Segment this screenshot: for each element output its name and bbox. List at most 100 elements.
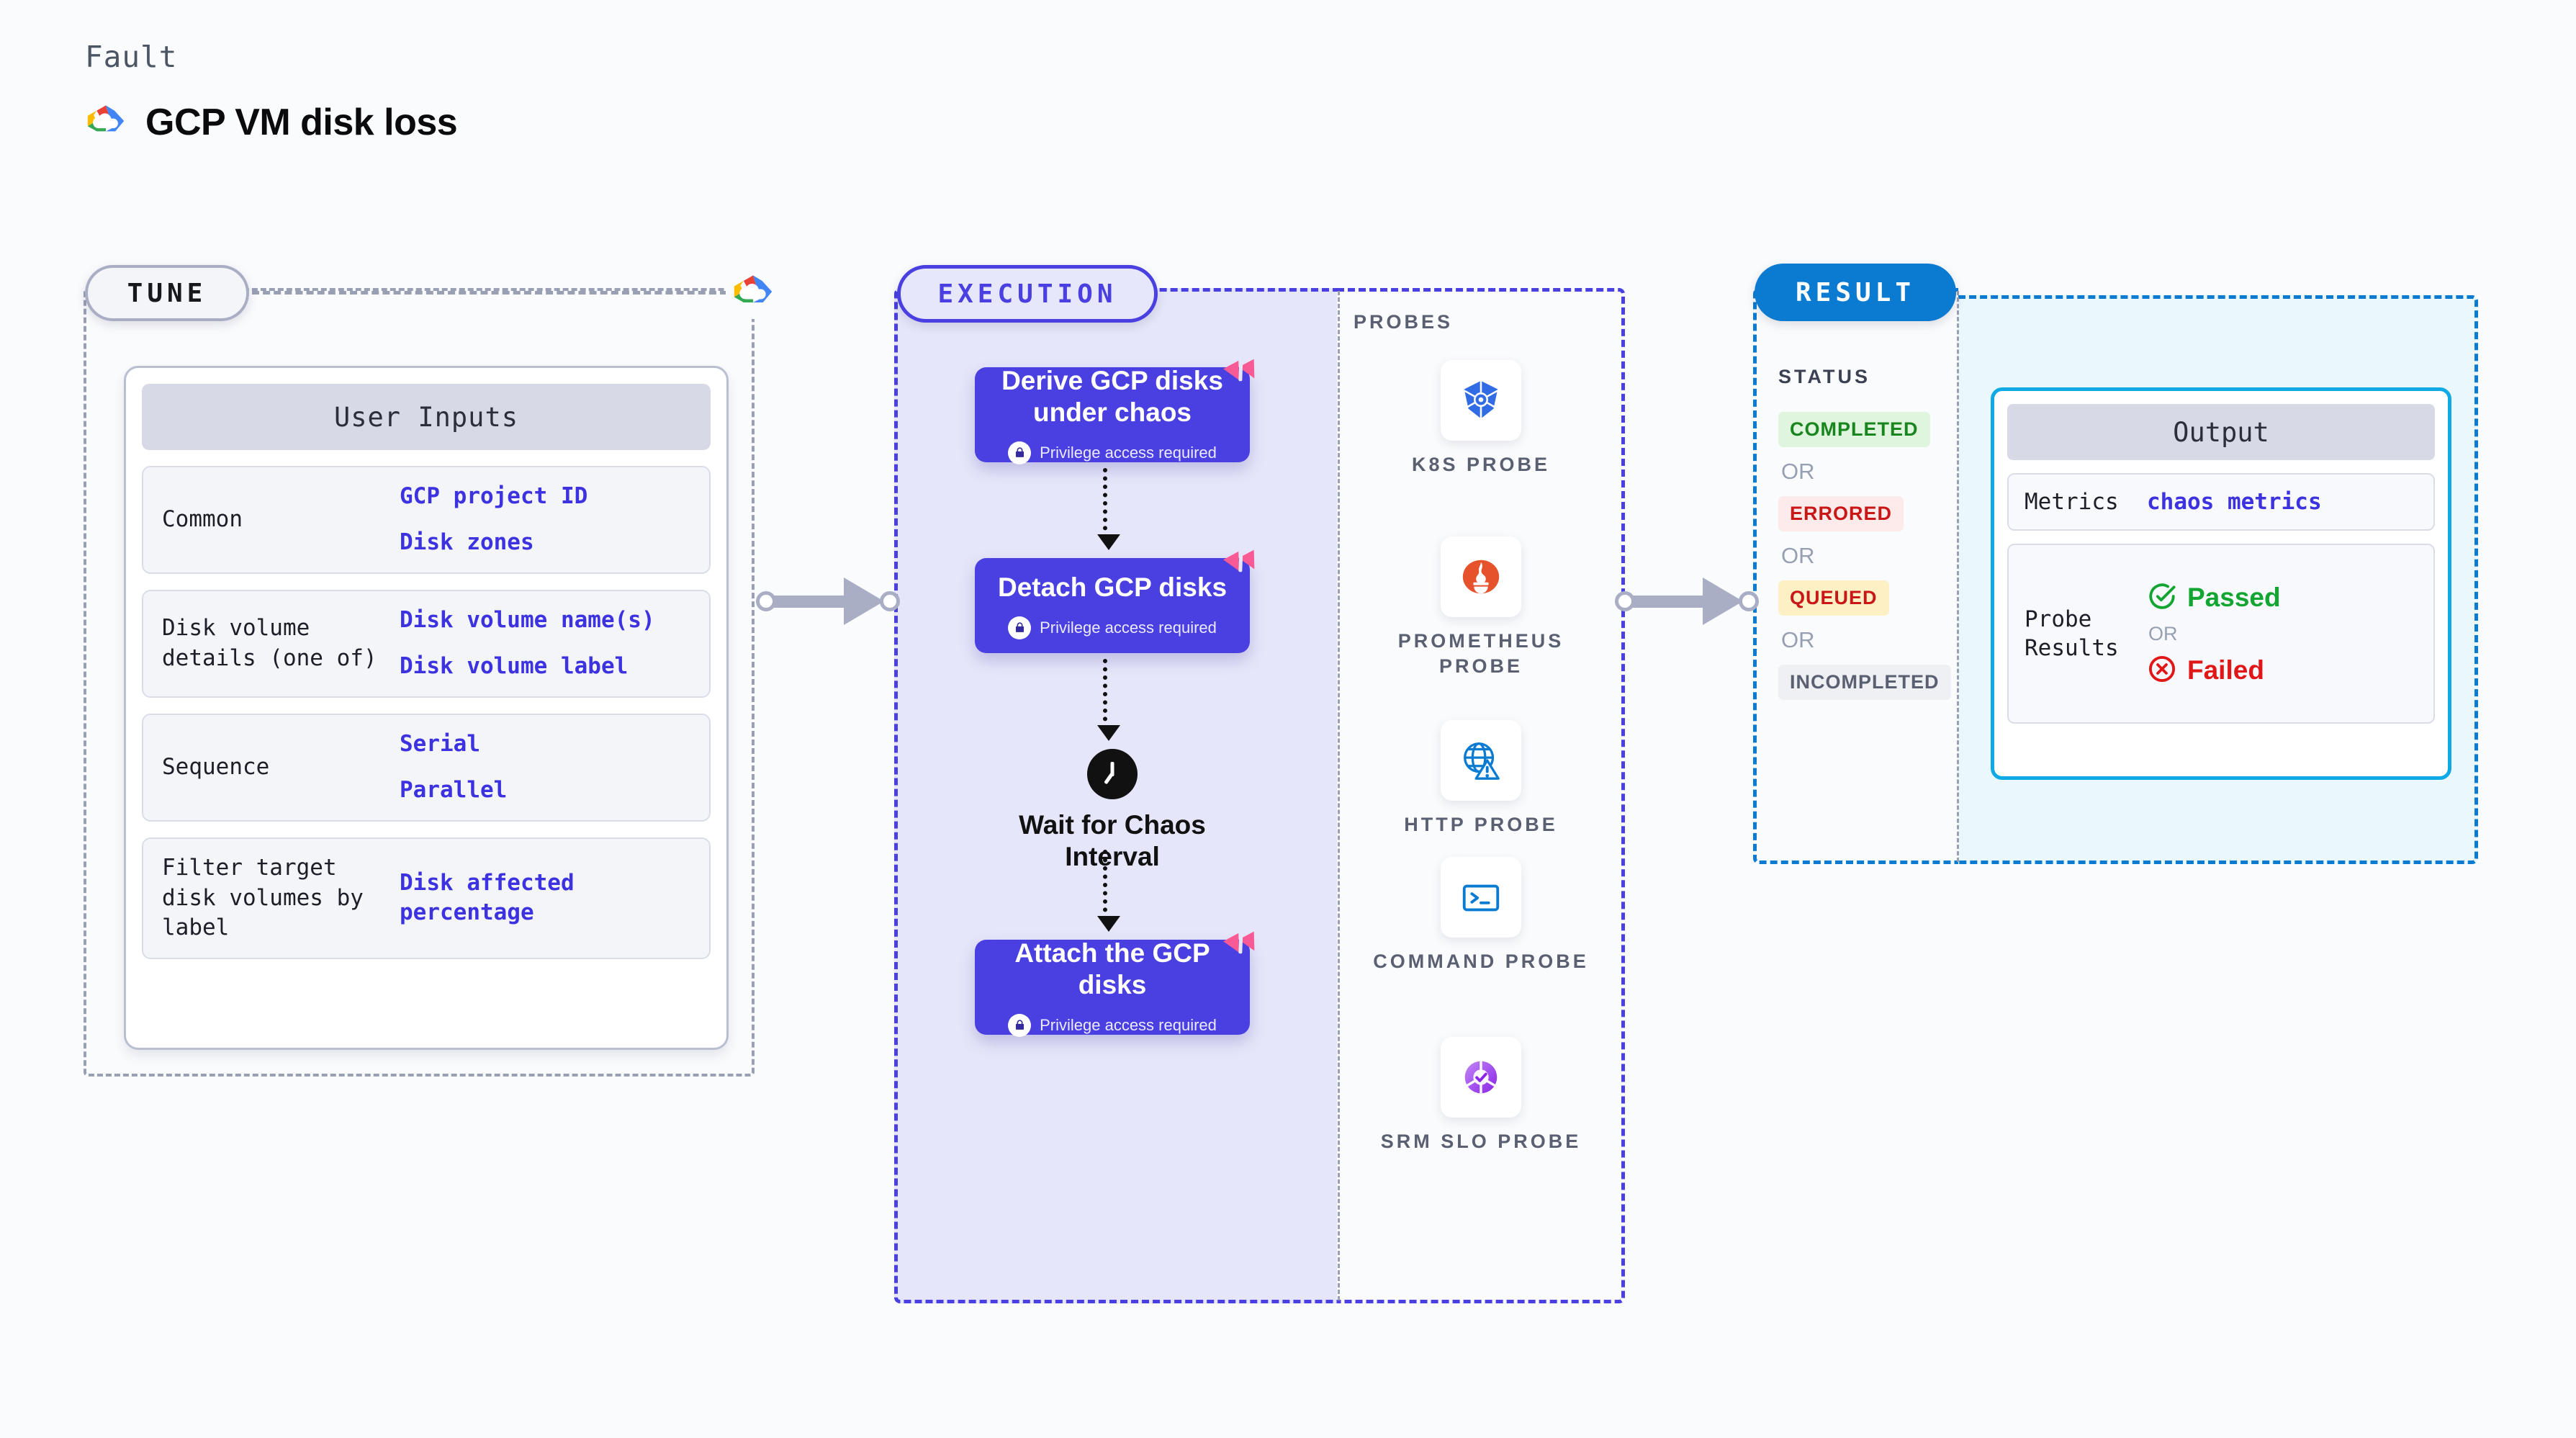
step-title: Derive GCP disks under chaos	[1001, 366, 1223, 427]
connector-start-dot	[1615, 591, 1635, 611]
output-probe-results-label: Probe Results	[2025, 606, 2119, 662]
connector-end-dot	[880, 591, 900, 611]
user-input-row-filter-by-label[interactable]: Filter target disk volumes by label Disk…	[142, 837, 711, 959]
probe-result-options: Passed OR Failed	[2147, 581, 2418, 687]
probe-result-passed-label: Passed	[2187, 582, 2281, 612]
terminal-icon	[1441, 857, 1521, 938]
output-metrics-value[interactable]: chaos metrics	[2147, 489, 2322, 516]
row-values: Serial Parallel	[400, 729, 690, 805]
check-circle-icon	[2147, 581, 2177, 614]
user-inputs-card: User Inputs Common GCP project ID Disk z…	[124, 366, 729, 1050]
probe-item-srm-slo[interactable]: SRM SLO PROBE	[1354, 1037, 1608, 1154]
probe-result-failed: Failed	[2147, 654, 2418, 687]
connector-start-dot	[756, 591, 776, 611]
connector-execution-to-result	[1615, 578, 1759, 625]
connector-arrowhead-icon	[1703, 578, 1743, 625]
status-badge-incompleted: INCOMPLETED	[1778, 665, 1951, 700]
step-privilege-note: Privilege access required	[1008, 1013, 1217, 1037]
status-badge-errored: ERRORED	[1778, 496, 1904, 531]
tune-section-box	[84, 288, 755, 1077]
connector-end-dot	[1739, 591, 1759, 611]
user-inputs-title: User Inputs	[142, 384, 711, 450]
execution-step-wait-for-chaos-interval: Wait for Chaos Interval	[975, 749, 1250, 872]
probe-item-http[interactable]: HTTP PROBE	[1354, 720, 1608, 837]
status-badge-completed: COMPLETED	[1778, 412, 1930, 447]
status-badge-queued: QUEUED	[1778, 580, 1889, 616]
row-label: Filter target disk volumes by label	[162, 855, 364, 941]
execution-step-derive-gcp-disks[interactable]: Derive GCP disks under chaos Privilege a…	[975, 359, 1255, 464]
row-values: GCP project ID Disk zones	[400, 482, 690, 557]
result-status-box	[1753, 288, 1958, 864]
row-label: Common	[162, 506, 243, 533]
row-value[interactable]: Disk volume name(s)	[400, 607, 655, 634]
probe-label: HTTP PROBE	[1404, 814, 1558, 835]
srm-slo-icon	[1441, 1037, 1521, 1118]
status-badge-list: COMPLETED OR ERRORED OR QUEUED OR INCOMP…	[1778, 412, 1951, 700]
status-title: STATUS	[1778, 366, 1870, 387]
connector-shaft	[1632, 595, 1707, 608]
result-pill[interactable]: RESULT	[1755, 264, 1956, 321]
probe-label: PROMETHEUS PROBE	[1397, 630, 1564, 677]
tune-gcp-logo-icon	[726, 264, 780, 319]
step-privilege-label: Privilege access required	[1040, 443, 1217, 462]
row-value[interactable]: Parallel	[400, 777, 508, 803]
http-globe-warning-icon	[1441, 720, 1521, 801]
lock-icon	[1008, 616, 1032, 639]
probe-item-command[interactable]: COMMAND PROBE	[1354, 857, 1608, 974]
lock-icon	[1008, 1013, 1032, 1037]
execution-step-attach-gcp-disks[interactable]: Attach the GCP disks Privilege access re…	[975, 931, 1255, 1037]
output-card: Output Metrics chaos metrics Probe Resul…	[1991, 387, 2451, 780]
execution-pill[interactable]: EXECUTION	[897, 265, 1158, 323]
status-separator: OR	[1781, 459, 1815, 484]
result-status-output-divider	[1957, 291, 1959, 862]
output-metrics-label: Metrics	[2025, 489, 2119, 515]
probe-label: SRM SLO PROBE	[1380, 1131, 1582, 1152]
connector-shaft	[773, 595, 848, 608]
row-value[interactable]: Disk zones	[400, 529, 534, 555]
user-input-row-disk-volume-details[interactable]: Disk volume details (one of) Disk volume…	[142, 590, 711, 698]
step-privilege-note: Privilege access required	[1008, 616, 1217, 639]
prometheus-icon	[1441, 536, 1521, 617]
output-row-probe-results: Probe Results Passed OR	[2007, 544, 2435, 724]
probe-item-k8s[interactable]: K8S PROBE	[1354, 360, 1608, 477]
step-title: Attach the GCP disks	[1014, 938, 1210, 999]
step-privilege-label: Privilege access required	[1040, 618, 1217, 637]
user-input-row-common[interactable]: Common GCP project ID Disk zones	[142, 466, 711, 574]
output-row-metrics[interactable]: Metrics chaos metrics	[2007, 473, 2435, 531]
status-separator: OR	[1781, 543, 1815, 568]
connector-tune-to-execution	[756, 578, 900, 625]
row-values: Disk affected percentage	[400, 868, 690, 928]
step-title: Detach GCP disks	[997, 572, 1228, 603]
row-value[interactable]: Disk affected percentage	[400, 869, 575, 926]
litmus-flag-icon	[1220, 921, 1266, 967]
user-input-row-sequence[interactable]: Sequence Serial Parallel	[142, 714, 711, 822]
page-eyebrow: Fault	[85, 40, 178, 74]
row-label: Sequence	[162, 754, 270, 781]
probe-result-separator: OR	[2148, 622, 2178, 644]
page-title: GCP VM disk loss	[145, 102, 458, 143]
litmus-flag-icon	[1220, 349, 1266, 395]
row-value[interactable]: Disk volume label	[400, 653, 629, 679]
probe-label: K8S PROBE	[1411, 454, 1551, 475]
step-privilege-label: Privilege access required	[1040, 1015, 1217, 1034]
probe-result-failed-label: Failed	[2187, 655, 2264, 685]
connector-arrowhead-icon	[844, 578, 884, 625]
tune-pill[interactable]: TUNE	[85, 265, 249, 321]
litmus-flag-icon	[1220, 539, 1266, 585]
row-values: Disk volume name(s) Disk volume label	[400, 606, 690, 681]
step-title: Wait for Chaos Interval	[1019, 810, 1206, 871]
execution-flow-arrow-3	[1097, 850, 1120, 932]
lock-icon	[1008, 441, 1032, 464]
row-value[interactable]: Serial	[400, 731, 480, 758]
row-label: Disk volume details (one of)	[162, 615, 377, 671]
execution-flow-arrow-1	[1097, 468, 1120, 550]
status-separator: OR	[1781, 627, 1815, 652]
execution-step-detach-gcp-disks[interactable]: Detach GCP disks Privilege access requir…	[975, 549, 1255, 653]
probe-item-prometheus[interactable]: PROMETHEUS PROBE	[1354, 536, 1608, 678]
row-value[interactable]: GCP project ID	[400, 483, 588, 510]
x-circle-icon	[2147, 654, 2177, 687]
execution-flow-arrow-2	[1097, 659, 1120, 741]
gcp-logo-icon	[85, 104, 127, 141]
step-privilege-note: Privilege access required	[1008, 441, 1217, 464]
